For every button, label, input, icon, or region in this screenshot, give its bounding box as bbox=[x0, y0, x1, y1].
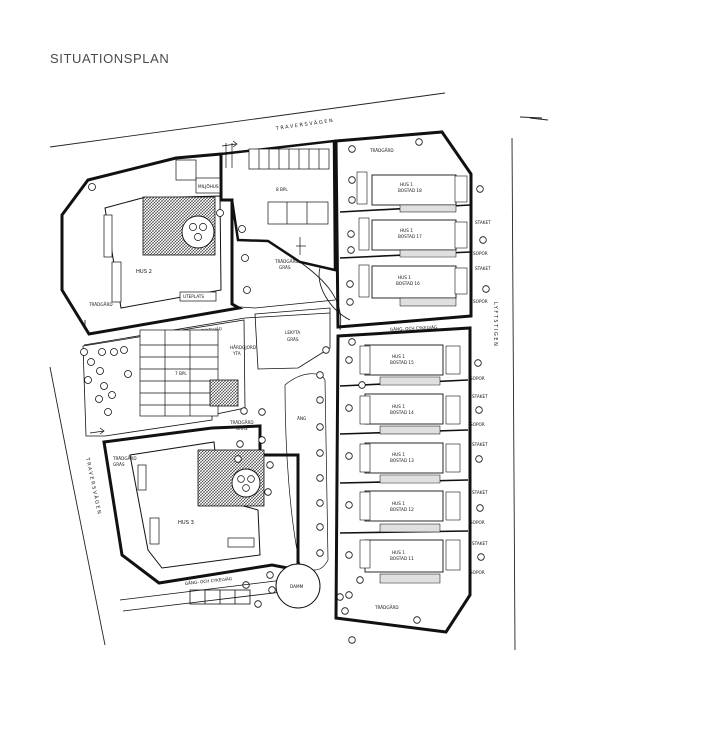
page-title: SITUATIONSPLAN bbox=[50, 51, 170, 66]
unit-15-label: BOSTAD 15 bbox=[390, 360, 414, 365]
unit-17-house: HUS 1 bbox=[400, 228, 413, 233]
path-west bbox=[83, 261, 351, 346]
meadow: ÄNG bbox=[284, 338, 356, 571]
south-row-bins-3: SOPOR bbox=[470, 520, 485, 525]
playground-grass-label: GRÄS bbox=[287, 337, 299, 342]
south-row-bins-2: SOPOR bbox=[470, 422, 485, 427]
south-row-fence-4: STAKET bbox=[472, 541, 488, 546]
mid-garden-label: TRÄDGÅRD bbox=[229, 420, 254, 425]
hus3-grass-label: GRÄS bbox=[113, 462, 125, 467]
road-edges bbox=[49, 92, 549, 651]
north-garden-label: TRÄDGÅRD bbox=[274, 259, 299, 264]
hus2-patio-label: UTEPLATS bbox=[183, 294, 204, 299]
unit-18-label: BOSTAD 18 bbox=[398, 188, 422, 193]
pond-label: DAMM bbox=[290, 584, 304, 589]
parking7-label: 7 BPL bbox=[175, 371, 187, 376]
storage-label: MILJÖHUS bbox=[198, 184, 219, 189]
hus2-label: HUS 2 bbox=[136, 269, 152, 275]
north-row-fence-2: STAKET bbox=[475, 266, 491, 271]
playground-label: LEKYTA bbox=[285, 330, 300, 335]
east-row-south: HUS 1 BOSTAD 15 HUS 1 BOSTAD 14 HUS 1 BO… bbox=[334, 326, 488, 634]
unit-16-house: HUS 1 bbox=[398, 275, 411, 280]
hus2-garden-label: TRÄDGÅRD bbox=[88, 302, 113, 307]
north-row-bins-2: SOPOR bbox=[473, 299, 488, 304]
parking-7: 7 BPL HÅRDGJORD YTA bbox=[80, 319, 256, 437]
meadow-label: ÄNG bbox=[297, 416, 306, 421]
hus3-garden-label: TRÄDGÅRD bbox=[112, 456, 137, 461]
north-row-bins-1: SOPOR bbox=[473, 251, 488, 256]
mid-grass-label: GRÄS bbox=[236, 426, 248, 431]
yard-label-1: HÅRDGJORD bbox=[230, 345, 256, 350]
road-name-southwest: TRAVERSVÄGEN bbox=[84, 456, 103, 516]
unit-11-label: BOSTAD 11 bbox=[390, 556, 414, 561]
south-row-garden-label: TRÄDGÅRD bbox=[374, 605, 399, 610]
parking-8: 8 BPL TRÄDGÅRD GRÄS bbox=[219, 139, 337, 272]
unit-12-label: BOSTAD 12 bbox=[390, 507, 414, 512]
pond: DAMM bbox=[275, 563, 321, 609]
south-row-fence-3: STAKET bbox=[472, 490, 488, 495]
north-grass-label: GRÄS bbox=[279, 265, 291, 270]
entrance-arrows bbox=[89, 140, 238, 435]
east-row-north: HUS 1 BOSTAD 18 HUS 1 BOSTAD 17 HUS 1 BO… bbox=[334, 130, 491, 329]
hus2-block: HUS 2 TRÄDGÅRD UTEPLATS MILJÖHUS bbox=[60, 152, 251, 336]
road-name-east: LYFTSTIGEN bbox=[492, 302, 498, 348]
path-label-south: GÅNG- OCH CYKELVÄG bbox=[185, 576, 233, 586]
unit-17-label: BOSTAD 17 bbox=[398, 234, 422, 239]
parking8-label: 8 BPL bbox=[276, 187, 288, 192]
yard-label-2: YTA bbox=[232, 351, 241, 356]
unit-13-label: BOSTAD 13 bbox=[390, 458, 414, 463]
path-south bbox=[119, 577, 301, 612]
playground: LEKYTA GRÄS bbox=[254, 307, 331, 370]
unit-13-house: HUS 1 bbox=[392, 452, 405, 457]
south-row-fence-1: STAKET bbox=[472, 394, 488, 399]
unit-14-house: HUS 1 bbox=[392, 404, 405, 409]
pond-trees bbox=[336, 593, 356, 644]
path-label-east: GÅNG- OCH CYKELVÄG bbox=[390, 325, 438, 332]
unit-12-house: HUS 1 bbox=[392, 501, 405, 506]
unit-16-label: BOSTAD 16 bbox=[396, 281, 420, 286]
south-row-bins-4: SOPOR bbox=[470, 570, 485, 575]
south-row-fence-2: STAKET bbox=[472, 442, 488, 447]
unit-15-house: HUS 1 bbox=[392, 354, 405, 359]
north-row-garden-label: TRÄDGÅRD bbox=[369, 148, 394, 153]
road-name-north: TRAVERSVÄGEN bbox=[274, 117, 334, 132]
unit-18-house: HUS 1 bbox=[400, 182, 413, 187]
hus3-label: HUS 3 bbox=[178, 520, 194, 526]
south-row-bins-1: SOPOR bbox=[470, 376, 485, 381]
unit-14-label: BOSTAD 14 bbox=[390, 410, 414, 415]
hus3-block: HUS 3 TRÄDGÅRD GRÄS TRÄDGÅRD GRÄS bbox=[102, 407, 300, 608]
unit-11-house: HUS 1 bbox=[392, 550, 405, 555]
north-row-fence-1: STAKET bbox=[475, 220, 491, 225]
